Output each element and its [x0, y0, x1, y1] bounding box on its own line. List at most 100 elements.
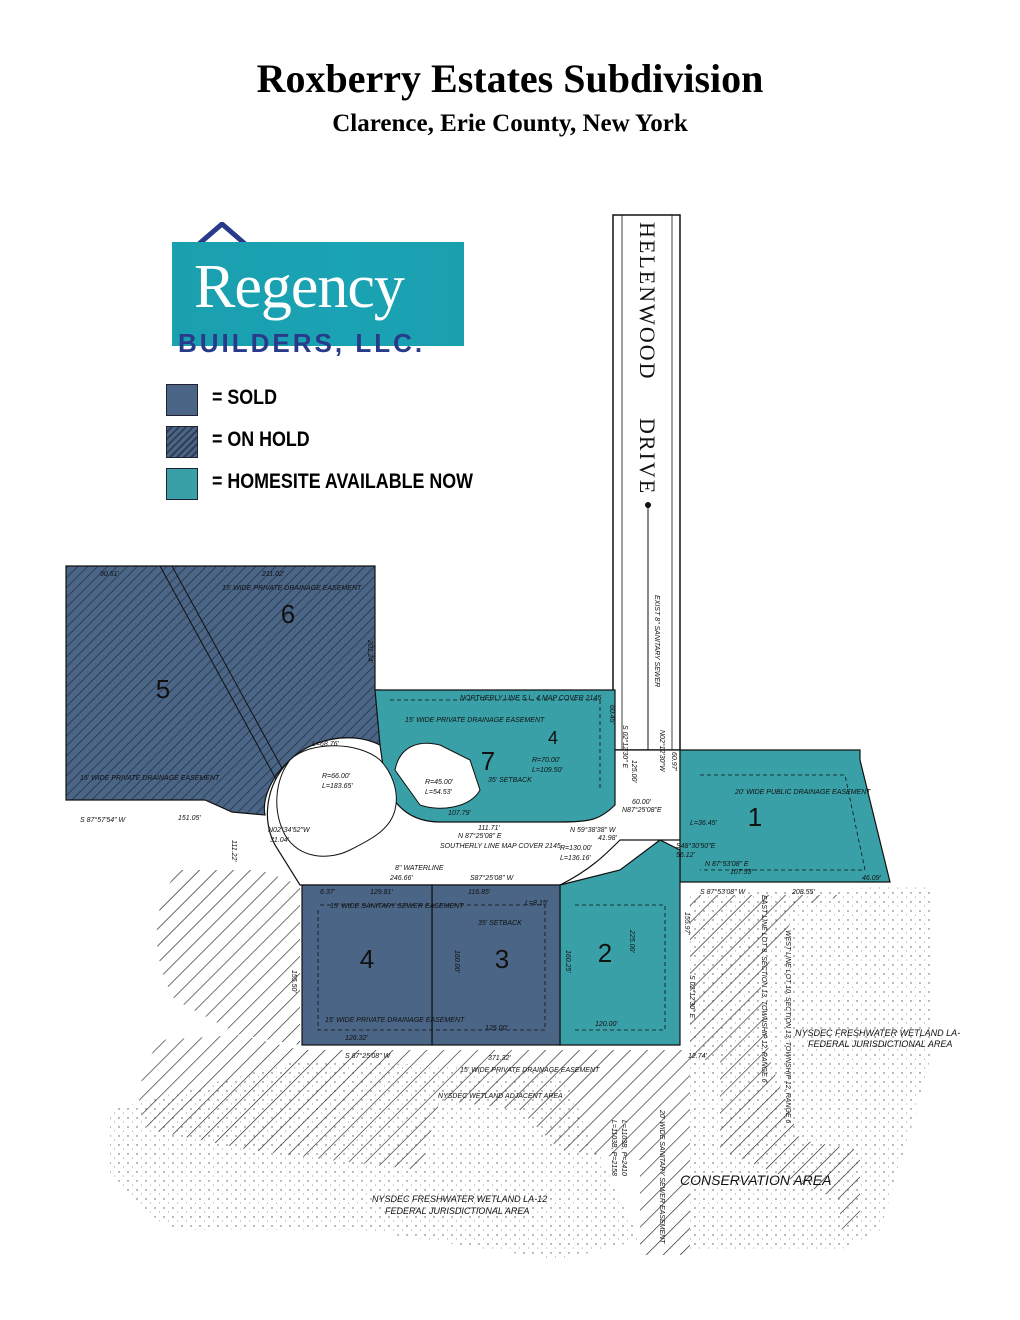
legend-swatch-on-hold [166, 426, 198, 458]
label-drainage-4: 15' WIDE PRIVATE DRAINAGE EASEMENT [325, 1017, 465, 1024]
label-211: 211.02' [261, 571, 285, 578]
label-10753: 107.53' [730, 869, 753, 876]
label-11122: 111.22' [230, 840, 237, 862]
label-l136: L=136.16' [560, 855, 591, 862]
cul-de-sac-round [276, 745, 397, 857]
cul-de-sac-inner [394, 742, 481, 809]
label-6097: 60.97' [670, 752, 677, 772]
label-setback-7: 35' SETBACK [488, 777, 532, 784]
label-125: 125.00' [485, 1025, 508, 1032]
label-s87-25b: S 87°25'08" W [345, 1052, 392, 1060]
label-west-line: WEST LINE LOT 10, SECTION 13, TOWNSHIP 1… [784, 930, 791, 1123]
lot-number-6: 6 [281, 599, 295, 629]
label-1274: 12.74' [688, 1053, 708, 1060]
label-120: 120.00' [595, 1021, 618, 1028]
label-wetland-la12: NYSDEC FRESHWATER WETLAND LA-12 [372, 1194, 547, 1204]
label-sewer: EXIST 8" SANITARY SEWER [653, 595, 660, 687]
label-l3645: L=36.45' [690, 820, 717, 827]
label-s48: S48°30'50"E [676, 842, 716, 850]
label-n59: N 59°38'38" W [570, 826, 617, 834]
helenwood-drive-road [612, 214, 681, 751]
label-public-drainage: 20' WIDE PUBLIC DRAINAGE EASEMENT [734, 789, 871, 796]
label-east-line: EAST LINE LOT 8, SECTION 13, TOWNSHIP 12… [760, 895, 767, 1083]
label-waterline: 8" WATERLINE [395, 865, 444, 872]
label-conservation-area: CONSERVATION AREA [680, 1172, 831, 1188]
label-s87-25: S87°25'08" W [470, 874, 515, 882]
label-drainage-south: 15' WIDE PRIVATE DRAINAGE EASEMENT [460, 1067, 600, 1074]
label-r66: R=66.00' [322, 773, 351, 780]
lot-number-7: 7 [481, 746, 495, 776]
label-22500: 225.00' [628, 929, 635, 953]
label-l815: L=8.15' [525, 900, 549, 907]
label-s02-12-top: S 02°12'30" E [621, 725, 629, 769]
label-n02-34: N02°34'52"W [268, 826, 311, 834]
label-n87-53: N 87°53'08" E [705, 860, 749, 868]
label-11685: 116.85' [468, 889, 491, 896]
label-r70: R=70.00' [532, 757, 561, 764]
label-l183: L=183.65' [322, 783, 353, 790]
legend-swatch-sold [166, 384, 198, 416]
label-l109: L=109.50' [532, 767, 563, 774]
label-12500b: 125.00' [630, 760, 637, 783]
legend-label-sold: = SOLD [212, 386, 277, 409]
label-n87: N 87°25'08" E [458, 832, 502, 840]
label-sanitary-east: 20' WIDE SANITARY SEWER EASEMENT [658, 1109, 665, 1244]
label-n02-12: N02°12'30"W [658, 730, 666, 773]
logo-wordmark: Regency [194, 253, 405, 321]
label-l6876: L=68.76' [312, 741, 339, 748]
label-n87b: N87°25'08"E [622, 806, 662, 814]
label-12981: 129.81' [370, 889, 393, 896]
label-24666: 246.66' [389, 875, 413, 882]
label-111: 111.71' [478, 825, 500, 832]
lot-number-4: 4 [360, 944, 374, 974]
label-4609: 46.09' [862, 875, 882, 882]
wetland-hatched-area-2 [139, 1035, 440, 1170]
label-l11038b: L=1103B, P=2158 [610, 1120, 617, 1176]
label-wetland-fed: FEDERAL JURISDICTIONAL AREA [808, 1039, 952, 1049]
label-s87-53: S 87°53'08" W [700, 888, 747, 896]
legend-label-available: = HOMESITE AVAILABLE NOW [212, 470, 473, 493]
page-subtitle: Clarence, Erie County, New York [332, 110, 688, 137]
label-drainage-7: 15' WIDE PRIVATE DRAINAGE EASEMENT [405, 717, 545, 724]
label-adjacent: NYSDEC WETLAND ADJACENT AREA [438, 1093, 563, 1100]
label-637: 6.37' [320, 889, 336, 896]
label-r45: R=45.00' [425, 779, 454, 786]
label-drainage-6: 15' WIDE PRIVATE DRAINAGE EASEMENT [222, 585, 362, 592]
legend-label-on-hold: = ON HOLD [212, 428, 310, 451]
label-10779: 107.79' [448, 810, 471, 817]
label-s87-57: S 87°57'54" W [80, 816, 127, 824]
wetland-hatched-area-3 [690, 895, 860, 1230]
road-name-drive: DRIVE [635, 418, 660, 495]
page-title: Roxberry Estates Subdivision [256, 56, 764, 101]
lot-number-5: 5 [156, 674, 170, 704]
label-5612: 56.12' [676, 852, 696, 859]
label-r130: R=130.00' [560, 845, 593, 852]
label-12632: 126.32' [345, 1035, 368, 1042]
regency-builders-logo: Regency BUILDERS, LLC. [172, 222, 472, 362]
label-drainage-5: 15' WIDE PRIVATE DRAINAGE EASEMENT [80, 775, 220, 782]
lot-number-2: 2 [598, 938, 612, 968]
label-s02-12: S 02°12'30" E [688, 975, 696, 1019]
legend-swatch-available [166, 468, 198, 500]
label-6045: 60.45' [608, 705, 615, 725]
label-20855: 208.55' [791, 889, 815, 896]
setback-lines [317, 699, 866, 1031]
wetland-hatched-strip [640, 1050, 690, 1255]
lot-number-1: 1 [748, 802, 762, 832]
label-wetland-fed2: FEDERAL JURISDICTIONAL AREA [385, 1206, 529, 1216]
label-setback-3: 35' SETBACK [478, 920, 522, 927]
label-16025: 160.25' [564, 950, 571, 973]
label-3104: 31.04' [270, 837, 290, 844]
label-15550: 155.50' [290, 970, 297, 993]
label-6000: 60.00' [632, 799, 652, 806]
label-wetland-la: NYSDEC FRESHWATER WETLAND LA- [795, 1028, 960, 1038]
lot-number-3: 3 [495, 944, 509, 974]
label-l11038: L=1103B, P=2410 [620, 1120, 627, 1176]
label-4198: 41.98' [598, 835, 618, 842]
label-15597: 155.97' [683, 912, 690, 935]
label-northerly: NORTHERLY LINE S.L. 4 MAP COVER 2145 [460, 695, 601, 702]
label-16000: 160.00' [453, 950, 460, 973]
label-37132: 371.32' [488, 1055, 511, 1062]
label-9051: 90.51' [100, 571, 120, 578]
